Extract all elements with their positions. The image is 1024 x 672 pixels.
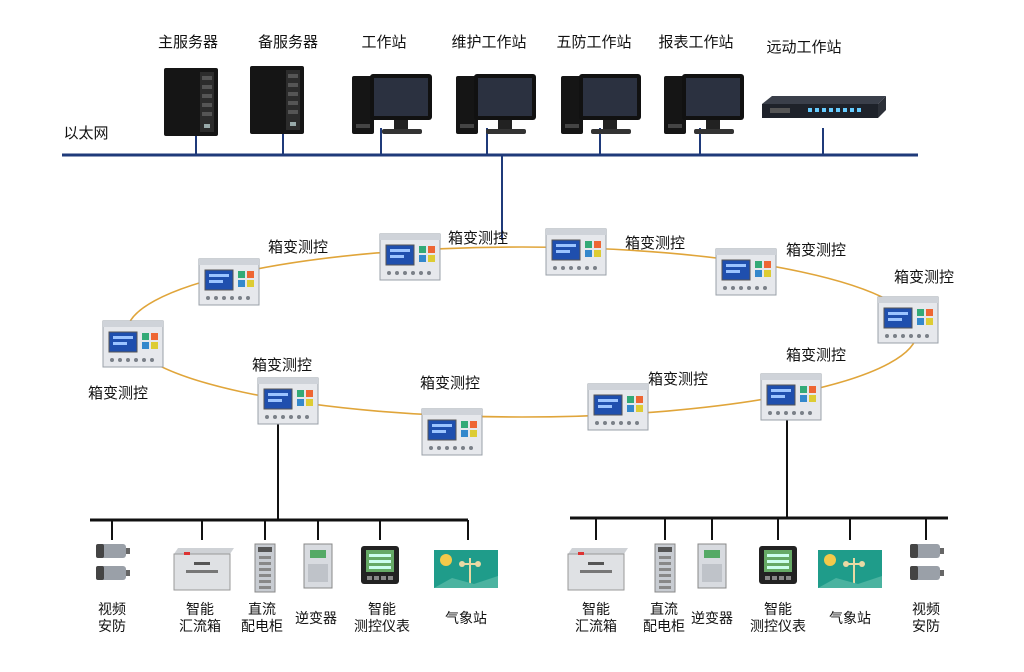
field-device-label: 智能汇流箱 bbox=[179, 602, 221, 635]
maintenance-workstation-label: 维护工作站 bbox=[451, 33, 527, 51]
remote-workstation-label: 远动工作站 bbox=[766, 38, 842, 56]
workstation-icon bbox=[352, 74, 432, 134]
workstation-icon bbox=[456, 74, 536, 134]
ring-controller-icon bbox=[102, 320, 164, 368]
server-tower-icon bbox=[164, 68, 218, 136]
workstation-icon bbox=[561, 74, 641, 134]
cabinet-icon bbox=[654, 543, 676, 593]
field-device-label: 逆变器 bbox=[691, 611, 733, 627]
ring-controller-icon bbox=[379, 233, 441, 281]
field-device-label: 逆变器 bbox=[295, 611, 337, 627]
backup-server-label: 备服务器 bbox=[257, 33, 319, 51]
five-prevention-workstation-label: 五防工作站 bbox=[556, 33, 632, 51]
meter-icon bbox=[361, 546, 399, 584]
field-device-label: 直流配电柜 bbox=[241, 602, 283, 635]
ring-unit-label: 箱变测控 bbox=[648, 370, 709, 388]
main-server-label: 主服务器 bbox=[157, 33, 219, 51]
inverter-icon bbox=[697, 543, 727, 589]
workstation-icon bbox=[664, 74, 744, 134]
ring-controller-icon bbox=[421, 408, 483, 456]
cabinet-icon bbox=[254, 543, 276, 593]
ring-unit-label: 箱变测控 bbox=[448, 229, 509, 247]
weather-station-icon bbox=[434, 550, 498, 588]
ring-unit-label: 箱变测控 bbox=[88, 384, 149, 402]
ring-unit-label: 箱变测控 bbox=[625, 234, 686, 252]
rack-switch-icon bbox=[762, 96, 886, 118]
ring-controller-icon bbox=[545, 228, 607, 276]
field-device-label: 气象站 bbox=[829, 611, 871, 627]
ring-unit-label: 箱变测控 bbox=[786, 241, 847, 259]
camera-icon bbox=[910, 544, 944, 580]
ring-controller-icon bbox=[587, 383, 649, 431]
ring-controller-icon bbox=[257, 377, 319, 425]
ring-unit-label: 箱变测控 bbox=[894, 268, 955, 286]
ring-unit-label: 箱变测控 bbox=[786, 346, 847, 364]
field-device-label: 视频安防 bbox=[912, 602, 940, 635]
meter-icon bbox=[759, 546, 797, 584]
server-tower-icon bbox=[250, 66, 304, 134]
ring-controller-icon bbox=[198, 258, 260, 306]
ethernet-label: 以太网 bbox=[63, 124, 109, 142]
camera-icon bbox=[96, 544, 130, 580]
report-workstation-label: 报表工作站 bbox=[658, 33, 734, 51]
workstation-label: 工作站 bbox=[361, 33, 407, 51]
field-device-label: 智能测控仪表 bbox=[354, 602, 410, 635]
field-device-label: 智能汇流箱 bbox=[575, 602, 617, 635]
ring-controller-icon bbox=[760, 373, 822, 421]
ring-unit-label: 箱变测控 bbox=[252, 356, 313, 374]
field-device-label: 智能测控仪表 bbox=[750, 602, 806, 635]
field-device-label: 直流配电柜 bbox=[643, 602, 685, 635]
weather-station-icon bbox=[818, 550, 882, 588]
ring-unit-label: 箱变测控 bbox=[420, 374, 481, 392]
ring-unit-label: 箱变测控 bbox=[268, 238, 329, 256]
field-device-label: 视频安防 bbox=[98, 602, 126, 635]
field-device-label: 气象站 bbox=[445, 611, 487, 627]
combiner-box-icon bbox=[173, 548, 234, 591]
ring-controller-icon bbox=[877, 296, 939, 344]
ring-controller-icon bbox=[715, 248, 777, 296]
inverter-icon bbox=[303, 543, 333, 589]
combiner-box-icon bbox=[567, 548, 628, 591]
